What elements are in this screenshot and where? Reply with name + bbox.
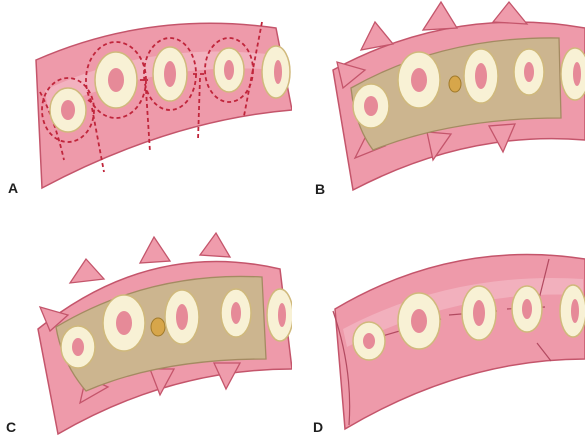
panel-label-a: A (8, 181, 18, 195)
panel-a: A (0, 0, 292, 219)
ring-core (231, 302, 241, 324)
ring-core (108, 68, 124, 92)
ring-core (473, 300, 485, 326)
ring-core (475, 63, 487, 89)
panel-a-illustration (0, 0, 292, 219)
panel-d: D (293, 219, 585, 438)
ring-core (164, 61, 176, 87)
ring-core (61, 100, 75, 120)
panel-label-d: D (313, 420, 323, 434)
ring-core (411, 68, 427, 92)
ring-core (573, 62, 581, 86)
tissue-flap (214, 363, 240, 389)
tissue-flap (493, 2, 527, 24)
ring-core (364, 96, 378, 116)
panel-label-c: C (6, 420, 16, 434)
ring-core (363, 333, 375, 349)
ring-core (116, 311, 132, 335)
ring-core (411, 309, 427, 333)
tissue-flap (200, 233, 230, 257)
ring-core (176, 304, 188, 330)
panel-d-illustration (293, 219, 585, 438)
ring-core (274, 60, 282, 84)
panel-label-b: B (315, 182, 325, 196)
ring-core (72, 338, 84, 356)
ring-core (278, 303, 286, 327)
panel-b-illustration (293, 0, 585, 219)
tissue-flap (70, 259, 104, 283)
ring-core (224, 60, 234, 80)
central-nub (449, 76, 461, 92)
panel-b: B (293, 0, 585, 219)
ring-core (524, 62, 534, 82)
ring-core (571, 299, 579, 323)
tissue-flap (423, 2, 457, 30)
central-nub (151, 318, 165, 336)
panel-c-illustration (0, 219, 292, 438)
tissue-flap (140, 237, 170, 263)
ring-core (522, 299, 532, 319)
panel-c: C (0, 219, 292, 438)
